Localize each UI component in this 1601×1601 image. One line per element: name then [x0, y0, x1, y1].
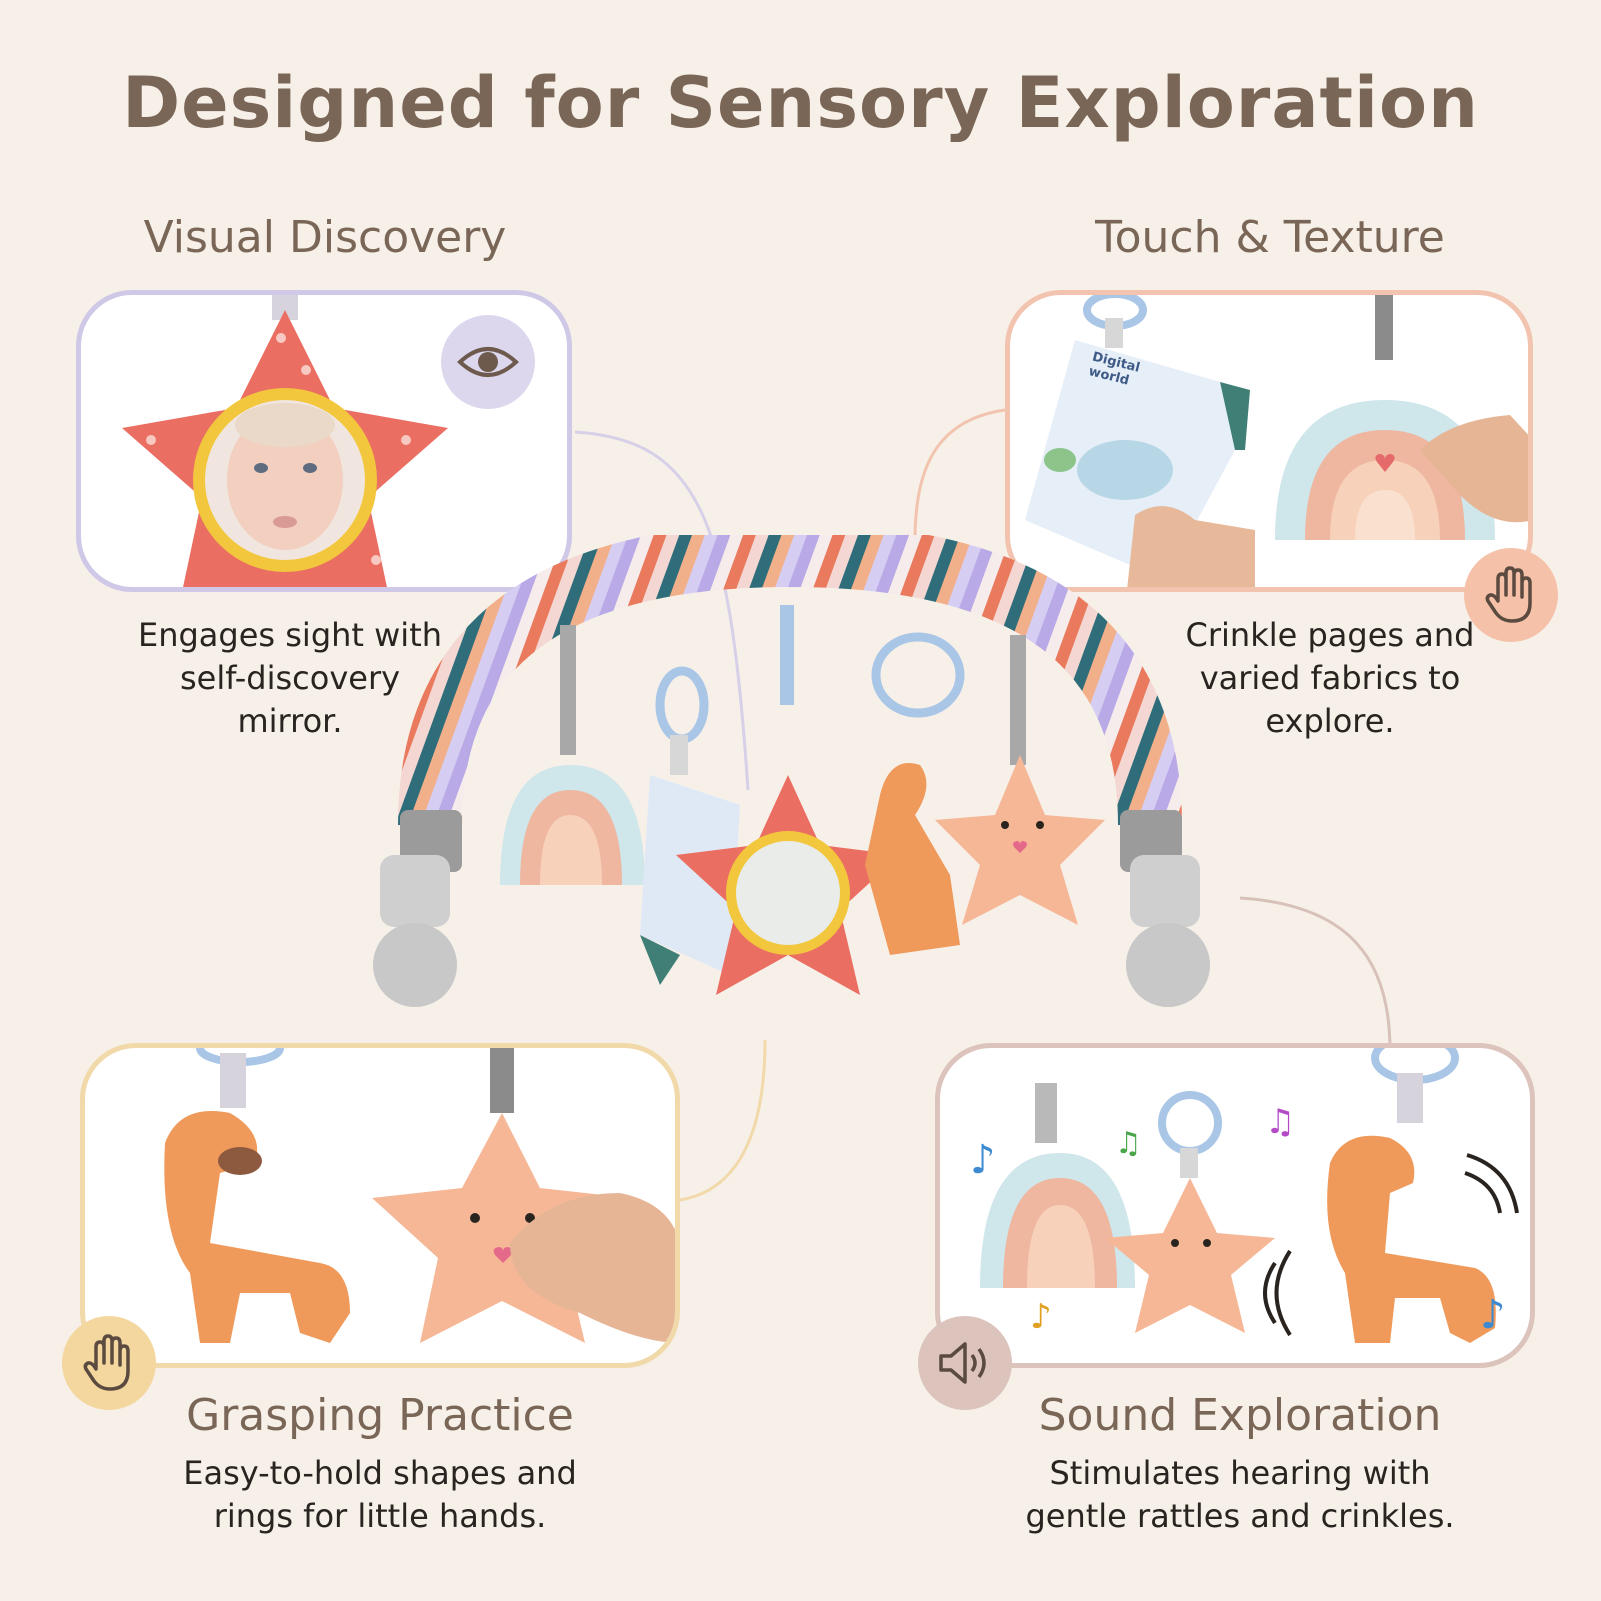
activity-arch-illustration — [373, 535, 1210, 1007]
grasping-practice-description: Easy-to-hold shapes and rings for little… — [140, 1452, 620, 1538]
svg-text:♫: ♫ — [1115, 1126, 1142, 1161]
visual-discovery-description: Engages sight with self-discovery mirror… — [90, 614, 490, 743]
touch-desc-line-3: explore. — [1265, 702, 1395, 740]
speaker-icon — [918, 1316, 1012, 1410]
page-title: Designed for Sensory Exploration — [122, 62, 1479, 144]
visual-desc-line-2: self-discovery — [179, 659, 401, 697]
hand-icon — [1464, 548, 1558, 642]
sound-exploration-description: Stimulates hearing with gentle rattles a… — [980, 1452, 1500, 1538]
touch-texture-title: Touch & Texture — [1095, 212, 1445, 263]
touch-desc-line-2: varied fabrics to — [1199, 659, 1461, 697]
sound-desc-line-2: gentle rattles and crinkles. — [1025, 1497, 1455, 1535]
grasp-desc-line-2: rings for little hands. — [213, 1497, 547, 1535]
hand-icon — [62, 1316, 156, 1410]
visual-discovery-panel — [76, 290, 572, 592]
svg-text:♪: ♪ — [1480, 1292, 1506, 1338]
sound-exploration-panel: ♪ ♫ ♫ ♪ ♪ — [935, 1043, 1535, 1368]
sound-desc-line-1: Stimulates hearing with — [1049, 1454, 1431, 1492]
giraffe-and-star-illustration — [164, 1048, 675, 1343]
touch-texture-panel: Digital world — [1005, 290, 1533, 592]
grasping-practice-panel — [80, 1043, 680, 1368]
eye-icon — [441, 315, 535, 409]
visual-discovery-title: Visual Discovery — [143, 212, 507, 263]
grasping-practice-title: Grasping Practice — [186, 1390, 574, 1441]
svg-text:♪: ♪ — [970, 1137, 996, 1183]
star-mirror-illustration — [122, 295, 448, 587]
svg-text:♫: ♫ — [1265, 1102, 1295, 1142]
visual-desc-line-3: mirror. — [237, 702, 343, 740]
visual-desc-line-1: Engages sight with — [137, 616, 443, 654]
touch-desc-line-1: Crinkle pages and — [1185, 616, 1475, 654]
rattle-toys-illustration: ♪ ♫ ♫ ♪ ♪ — [970, 1048, 1519, 1343]
cloth-book-and-rainbow-illustration — [1025, 295, 1528, 587]
grasp-desc-line-1: Easy-to-hold shapes and — [183, 1454, 577, 1492]
sound-exploration-title: Sound Exploration — [1038, 1390, 1442, 1441]
svg-text:♪: ♪ — [1030, 1297, 1052, 1337]
touch-texture-description: Crinkle pages and varied fabrics to expl… — [1125, 614, 1535, 743]
